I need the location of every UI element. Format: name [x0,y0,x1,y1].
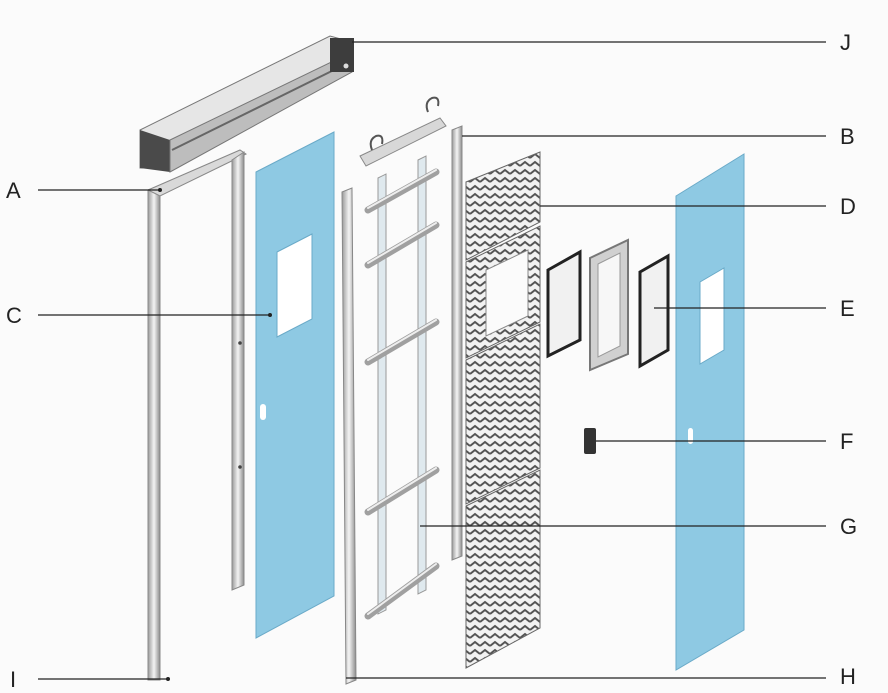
leader-lines [38,41,826,680]
anchor-dot-i [166,677,170,681]
side-frame-rod [451,125,463,561]
anchor-dot-c [268,313,272,317]
label-b: B [840,124,855,149]
label-d: D [840,194,856,219]
label-c: C [6,303,22,328]
rear-blue-panel [675,153,745,671]
anchor-dot-a [158,188,162,192]
label-a: A [6,178,21,203]
label-j: J [840,30,851,55]
label-f: F [840,429,854,454]
front-blue-panel [255,131,335,639]
left-door-frame [146,149,248,681]
label-e: E [840,296,855,321]
label-i: I [10,667,17,692]
window-assembly [546,238,670,372]
label-g: G [840,514,858,539]
top-track-rail [139,35,354,173]
honeycomb-core [465,151,541,669]
door-handle [584,428,596,454]
label-h: H [840,664,856,689]
ladder-frame [359,96,447,620]
vertical-seal-rod [341,187,357,685]
